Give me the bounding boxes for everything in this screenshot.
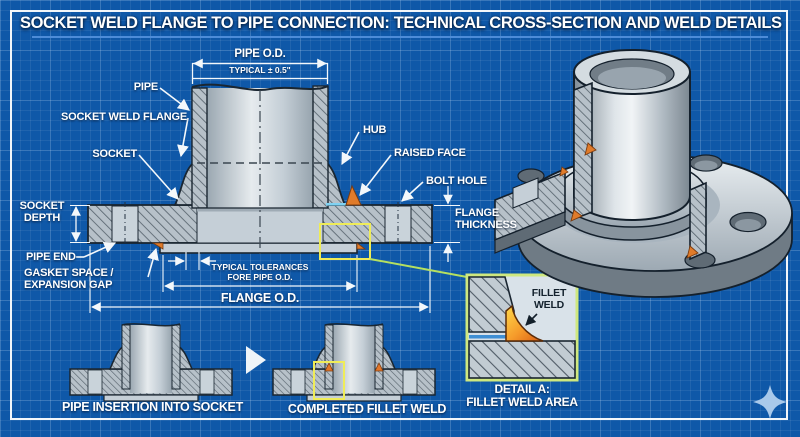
label-socket: SOCKET <box>92 148 137 160</box>
page-title: SOCKET WELD FLANGE TO PIPE CONNECTION: T… <box>20 14 782 32</box>
dim-tolerances: TYPICAL TOLERANCES FORE PIPE O.D. <box>211 262 309 282</box>
label-hub: HUB <box>363 124 387 136</box>
label-socket-weld-flange: SOCKET WELD FLANGE <box>61 111 187 123</box>
label-flange-thickness: FLANGE THICKNESS <box>455 207 517 231</box>
label-gasket-space: GASKET SPACE / EXPANSION GAP <box>24 267 114 291</box>
label-socket-depth: SOCKET DEPTH <box>19 200 65 224</box>
detail-caption: DETAIL A: FILLET WELD AREA <box>466 382 578 409</box>
dim-flange-od: FLANGE O.D. <box>220 291 300 305</box>
detail-weld-label: FILLET WELD <box>531 287 567 311</box>
label-bolt-hole: BOLT HOLE <box>426 175 487 187</box>
dim-pipe-od-tolerance: TYPICAL ± 0.5" <box>229 65 291 75</box>
step1-caption: PIPE INSERTION INTO SOCKET <box>62 400 243 414</box>
title-underline <box>32 36 768 38</box>
step2-caption: COMPLETED FILLET WELD <box>287 402 447 416</box>
label-pipe: PIPE <box>133 81 158 93</box>
dim-pipe-od: PIPE O.D. <box>234 48 286 60</box>
label-raised-face: RAISED FACE <box>394 147 466 159</box>
label-pipe-end: PIPE END <box>26 251 76 263</box>
blueprint-frame <box>10 10 788 420</box>
